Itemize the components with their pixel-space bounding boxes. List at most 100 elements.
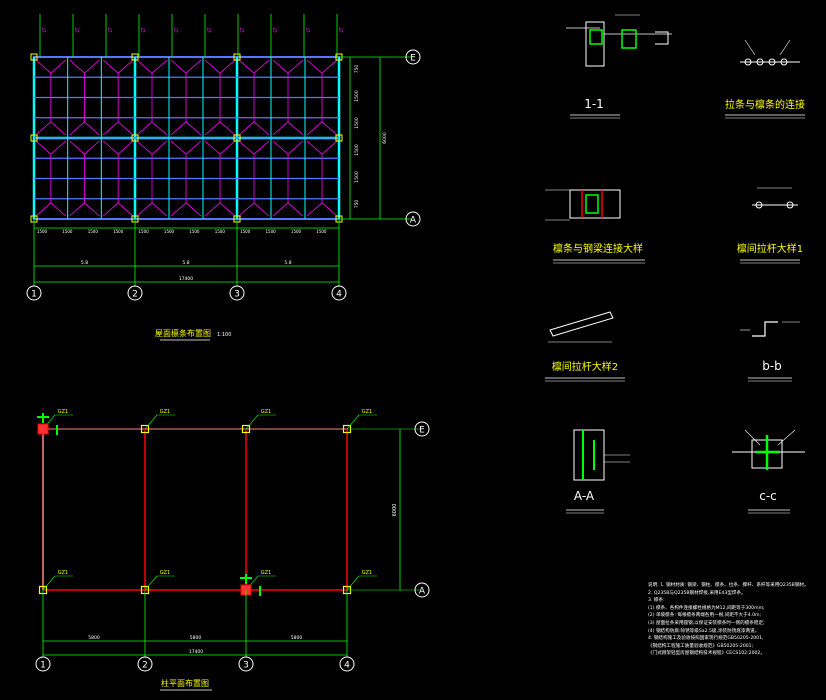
axis-bubble-top-1-label: 1: [31, 290, 37, 300]
brace: [219, 140, 236, 155]
bolt-icon: [755, 201, 763, 209]
brace: [185, 59, 202, 74]
column-tag: GZ1: [362, 570, 372, 576]
brace: [84, 140, 100, 155]
brace: [117, 202, 134, 217]
axis-bubble-bottom-3: [238, 656, 254, 672]
sag-rod: [549, 311, 614, 337]
brace: [136, 202, 153, 217]
brace: [321, 121, 338, 136]
leader-tag: LT: [207, 26, 213, 32]
brace: [272, 140, 289, 155]
brace: [287, 202, 304, 217]
leader-tag: LT: [108, 26, 114, 32]
purlin-dim: 1500: [139, 229, 150, 234]
detail-title-2: 拉条与檩条的连接: [725, 98, 805, 111]
axis-bubble-e-top-label: E: [410, 54, 416, 64]
brace: [151, 202, 168, 217]
brace: [306, 140, 323, 155]
leader-line: [777, 429, 796, 446]
side-total-dim: 6000: [382, 132, 388, 144]
leader-tag: LT: [141, 26, 147, 32]
axis-bubble-bottom-4: [339, 656, 355, 672]
brace: [321, 140, 338, 155]
column-marker: [335, 134, 343, 142]
brace: [117, 59, 134, 74]
column-leader: [346, 575, 360, 591]
brace: [69, 121, 85, 136]
column-leader: [144, 414, 158, 430]
column-marker: [233, 134, 241, 142]
leader-tag: LT: [174, 26, 180, 32]
beam-section: [569, 189, 621, 219]
purlin-dim: 1500: [291, 229, 302, 234]
bolt-group: [589, 29, 603, 45]
brace: [170, 202, 187, 217]
brace: [50, 59, 66, 74]
total-dim: 17400: [179, 276, 193, 282]
axis-bubble-top-3: [229, 285, 245, 301]
side-dim: 1500: [354, 171, 360, 183]
purlin-dim: 1500: [215, 229, 226, 234]
brace: [272, 121, 289, 136]
axis-bubble-bottom-4-label: 4: [344, 661, 350, 671]
brace: [185, 202, 202, 217]
column-leader: [42, 575, 56, 591]
column-leader: [144, 575, 158, 591]
detail-title-4: 檩间拉杆大样1: [737, 242, 803, 255]
axis-bubble-a-top: [405, 211, 421, 227]
plan-bottom-title: 柱平面布置图: [161, 678, 209, 688]
brace: [103, 202, 119, 217]
note-line: 《门式刚架轻型房屋钢结构技术规程》CECS102:2002。: [648, 651, 765, 657]
axis-bubble-e-top: [405, 49, 421, 65]
bolt-icon: [768, 58, 776, 66]
note-line: 2. Q235B与Q235B钢材焊接,采用E43型焊条。: [648, 590, 746, 596]
plan-top-title: 屋面檩条布置图: [155, 328, 211, 338]
axis-bubble-top-4-label: 4: [336, 290, 342, 300]
brace: [151, 59, 168, 74]
bay-dim: 5.8: [284, 260, 291, 266]
brace: [151, 140, 168, 155]
purlin-dim: 1500: [189, 229, 200, 234]
bay-dim: 5800: [190, 635, 202, 641]
brace: [185, 121, 202, 136]
column-tag: GZ1: [261, 570, 271, 576]
column-marker: [131, 134, 139, 142]
axis-bubble-e-bottom-label: E: [419, 426, 425, 436]
column-marker: [30, 134, 38, 142]
column-tag: GZ1: [58, 570, 68, 576]
side-dim: 1500: [354, 90, 360, 102]
brace: [287, 121, 304, 136]
axis-bubble-top-4: [331, 285, 347, 301]
brace: [204, 140, 221, 155]
note-line: (3) 屋面拉条采用圆钢,以保证安装檩条时一侧的檩条稳定;: [648, 620, 765, 626]
brace: [50, 140, 66, 155]
note-line: 4. 钢结构施工及验收按照国家现行规范GB50205-2001,: [648, 636, 764, 642]
brace: [117, 121, 134, 136]
brace: [84, 121, 100, 136]
axis-bubble-top-2-label: 2: [132, 290, 138, 300]
purlin-dim: 1500: [62, 229, 73, 234]
brace: [253, 121, 270, 136]
brace: [103, 59, 119, 74]
purlin-dim: 1500: [316, 229, 327, 234]
bay-dim: 5.8: [81, 260, 88, 266]
brace: [185, 140, 202, 155]
brace: [35, 59, 52, 74]
axis-bubble-a-top-label: A: [410, 216, 417, 226]
brace: [84, 59, 100, 74]
axis-bubble-bottom-2-label: 2: [142, 661, 148, 671]
note-line: (4) 钢结构防腐:除锈等级Sa2.5级,涂装防锈底漆两道。: [648, 628, 760, 634]
connection-plate: [621, 29, 637, 49]
note-line: 3. 檩条:: [648, 598, 665, 604]
column-leader: [346, 414, 360, 430]
brace: [272, 202, 289, 217]
column-leader: [245, 414, 259, 430]
bay-dim: 5800: [291, 635, 303, 641]
leader-tag: LT: [42, 26, 48, 32]
brace: [69, 140, 85, 155]
purlin-dim: 1500: [266, 229, 277, 234]
brace: [238, 202, 255, 217]
